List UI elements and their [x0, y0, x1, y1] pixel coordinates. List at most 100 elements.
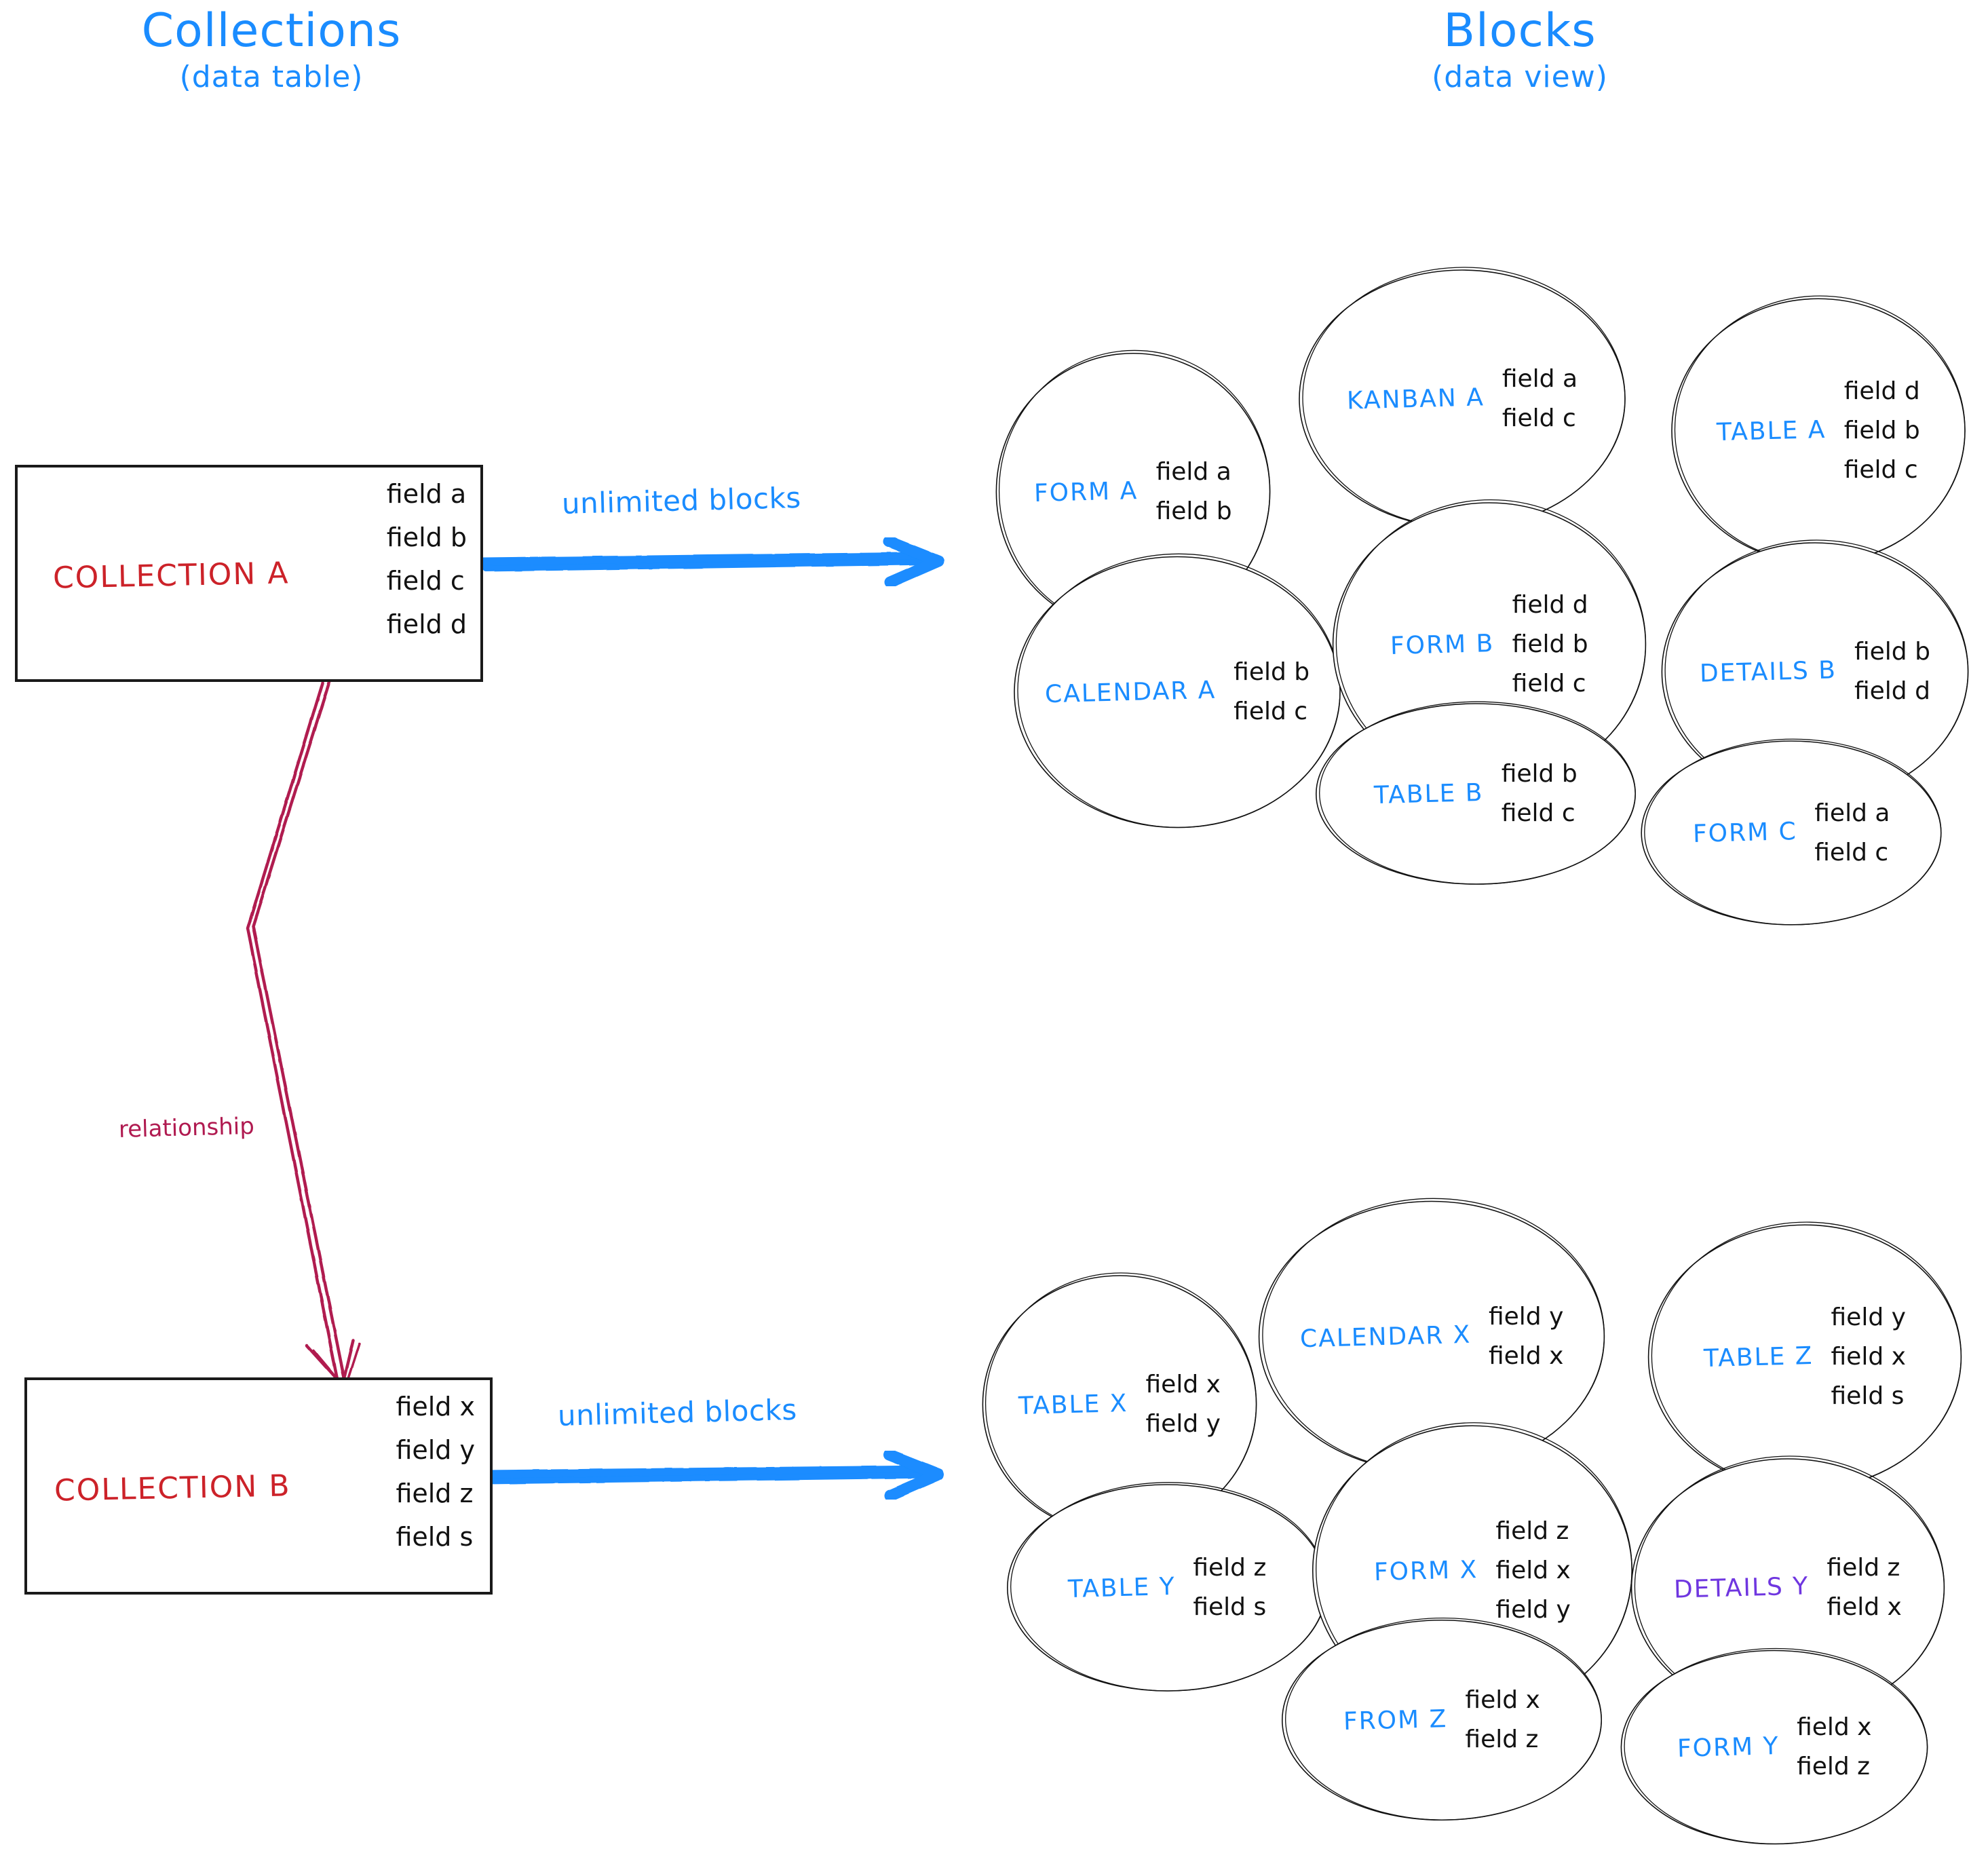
block-field-list: field b field c [1502, 762, 1578, 826]
block-label: FROM Z [1343, 1704, 1448, 1736]
field-item: field x [1831, 1343, 1906, 1371]
ellipse-outline [1252, 1194, 1611, 1479]
collection-b-field-list: field x field y field z field s [396, 1394, 475, 1550]
field-item: field z [396, 1479, 474, 1508]
block-label: KANBAN A [1346, 383, 1485, 415]
block-label: TABLE Z [1703, 1341, 1814, 1373]
field-item: field c [1234, 698, 1308, 725]
heading-blocks-title: Blocks [1443, 4, 1597, 58]
block-ellipse-form-y[interactable]: FORM Y field x field z [1615, 1645, 1934, 1849]
collection-box-a[interactable]: COLLECTION A field a field b field c fie… [15, 465, 483, 682]
block-ellipse-table-b[interactable]: TABLE B field b field c [1310, 699, 1642, 889]
field-item: field x [1797, 1713, 1872, 1741]
field-item: field b [1854, 638, 1930, 666]
heading-collections-title: Collections [141, 4, 402, 58]
block-ellipse-table-a[interactable]: TABLE A field d field b field c [1666, 292, 1971, 570]
block-label: FORM C [1692, 817, 1797, 849]
block-label: DETAILS Y [1673, 1571, 1810, 1604]
arrow-unlimited-blocks-b [478, 1449, 944, 1502]
field-item: field z [1465, 1726, 1539, 1753]
ellipse-outline [1625, 1452, 1951, 1723]
field-item: field c [1512, 670, 1586, 698]
field-item: field s [396, 1522, 474, 1552]
field-item: field d [1854, 677, 1930, 705]
block-label: TABLE B [1373, 778, 1485, 809]
block-ellipse-calendar-a[interactable]: CALENDAR A field b field c [1008, 550, 1347, 835]
field-item: field a [1502, 365, 1578, 393]
block-label: TABLE Y [1067, 1572, 1176, 1603]
flow-label-unlimited-blocks-b: unlimited blocks [557, 1392, 798, 1432]
block-field-list: field x field y [1146, 1373, 1221, 1436]
block-ellipse-form-c[interactable]: FORM C field a field c [1635, 736, 1947, 930]
block-ellipse-details-y[interactable]: DETAILS Y field z field x [1625, 1452, 1951, 1723]
block-field-list: field x field z [1465, 1688, 1540, 1752]
collection-a-field-list: field a field b field c field d [387, 481, 467, 637]
field-item: field d [1512, 591, 1588, 619]
field-item: field x [1495, 1557, 1571, 1584]
block-ellipse-calendar-x[interactable]: CALENDAR X field y field x [1252, 1194, 1611, 1479]
field-item: field z [1797, 1753, 1871, 1780]
block-label: CALENDAR X [1299, 1320, 1472, 1353]
block-field-list: field d field b field c [1844, 379, 1920, 482]
heading-collections: Collections (data table) [61, 7, 482, 100]
field-item: field x [396, 1392, 475, 1422]
field-item: field y [1831, 1303, 1906, 1331]
block-field-list: field y field x [1489, 1305, 1563, 1369]
collection-b-name: COLLECTION B [54, 1468, 291, 1508]
block-label: CALENDAR A [1044, 676, 1217, 708]
block-field-list: field a field c [1502, 367, 1578, 431]
field-item: field c [1814, 838, 1889, 866]
block-field-list: field a field c [1814, 801, 1890, 865]
ellipse-outline [1008, 550, 1347, 835]
ellipse-outline [1276, 1615, 1608, 1825]
block-field-list: field a field b [1156, 460, 1232, 524]
block-label: FORM Y [1676, 1732, 1780, 1763]
block-field-list: field b field c [1234, 660, 1310, 724]
block-ellipse-from-z[interactable]: FROM Z field x field z [1276, 1615, 1608, 1825]
block-ellipse-table-z[interactable]: TABLE Z field y field x field s [1642, 1218, 1968, 1496]
field-item: field y [1495, 1596, 1571, 1624]
block-field-list: field y field x field s [1831, 1305, 1906, 1409]
field-item: field x [1465, 1686, 1540, 1714]
field-item: field c [1501, 799, 1575, 827]
arrow-unlimited-blocks-a [478, 535, 944, 588]
field-item: field s [1831, 1382, 1905, 1410]
field-item: field b [1234, 658, 1310, 686]
block-label: FORM A [1033, 476, 1139, 508]
block-field-list: field z field s [1193, 1556, 1266, 1620]
field-item: field y [1145, 1410, 1221, 1438]
block-label: FORM B [1390, 629, 1495, 660]
field-item: field x [1488, 1342, 1564, 1370]
block-ellipse-kanban-a[interactable]: KANBAN A field a field c [1293, 263, 1632, 535]
field-item: field d [386, 609, 467, 639]
field-item: field z [1495, 1517, 1569, 1545]
collection-a-name: COLLECTION A [52, 556, 290, 596]
field-item: field c [386, 566, 465, 596]
field-item: field b [1501, 760, 1578, 788]
block-ellipse-table-x[interactable]: TABLE X field x field y [977, 1269, 1262, 1540]
ellipse-outline [1310, 699, 1642, 889]
field-item: field a [386, 479, 467, 509]
field-item: field c [1843, 456, 1918, 484]
block-field-list: field z field x [1827, 1556, 1901, 1620]
collection-box-b[interactable]: COLLECTION B field x field y field z fie… [24, 1377, 493, 1595]
relationship-connector [246, 676, 361, 1390]
flow-label-unlimited-blocks-a: unlimited blocks [561, 480, 802, 520]
block-field-list: field d field b field c [1512, 593, 1588, 696]
field-item: field z [1827, 1554, 1900, 1582]
field-item: field b [1512, 630, 1588, 658]
field-item: field b [386, 522, 467, 552]
field-item: field b [1155, 497, 1232, 525]
field-item: field a [1814, 799, 1890, 827]
block-label: FORM X [1373, 1555, 1478, 1586]
field-item: field a [1155, 458, 1231, 486]
block-label: TABLE X [1018, 1389, 1129, 1420]
field-item: field y [396, 1435, 475, 1465]
ellipse-outline [1635, 736, 1947, 930]
heading-blocks: Blocks (data view) [1310, 7, 1730, 100]
field-item: field s [1193, 1593, 1267, 1621]
heading-collections-subtitle: (data table) [179, 60, 364, 95]
block-field-list: field b field d [1854, 640, 1930, 704]
field-item: field c [1502, 404, 1576, 432]
